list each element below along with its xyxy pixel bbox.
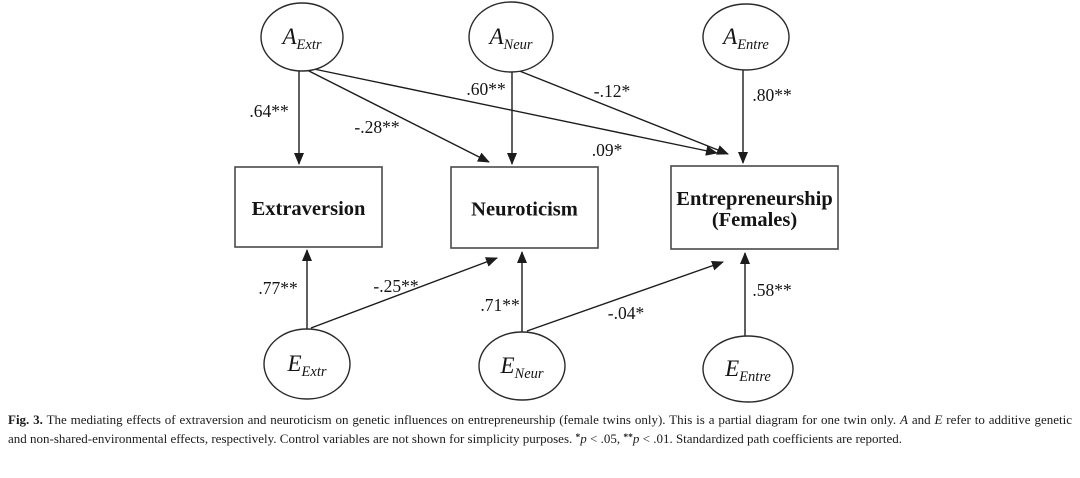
observed-variable-box xyxy=(450,166,599,249)
node-entrepreneurship: Entrepreneurship(Females) xyxy=(670,165,839,250)
figure-caption: Fig. 3. The mediating effects of extrave… xyxy=(8,411,1072,448)
caption-segment: E xyxy=(934,412,943,427)
latent-variable-label: EEntre xyxy=(724,356,771,385)
arrow-line xyxy=(516,69,729,155)
coefficient-label: .71** xyxy=(480,295,519,315)
latent-variable-ellipse xyxy=(468,1,554,73)
arrow-line xyxy=(308,67,718,156)
caption-segment: and xyxy=(907,412,935,427)
latent-variable-ellipse xyxy=(260,2,344,72)
latent-variable-ellipse xyxy=(263,328,351,400)
observed-variable-label: Neuroticism xyxy=(471,199,578,221)
node-e-extr: EExtr xyxy=(263,328,351,400)
caption-segment: < .01. Standardized path coefficients ar… xyxy=(639,431,903,446)
path-e-neur-to-entrepreneurship: -.04* xyxy=(526,260,724,332)
coefficient-label: .60** xyxy=(466,79,505,99)
observed-variable-box xyxy=(670,165,839,250)
latent-variable-ellipse xyxy=(702,335,794,403)
coefficient-label: -.25** xyxy=(373,276,418,296)
latent-variable-label: ANeur xyxy=(487,24,532,53)
caption-segment: The mediating effects of extraversion an… xyxy=(42,412,900,427)
path-e-extr-to-extraversion: .77** xyxy=(258,249,312,329)
latent-variable-label: AEntre xyxy=(721,24,769,53)
caption-segment: p xyxy=(580,431,587,446)
path-e-extr-to-neuroticism: -.25** xyxy=(310,257,498,329)
node-a-extr: AExtr xyxy=(260,2,344,72)
path-a-neur-to-neuroticism: .60** xyxy=(466,71,517,165)
caption-segment: ** xyxy=(623,433,633,443)
path-a-extr-to-neuroticism: -.28** xyxy=(304,68,490,163)
coefficient-label: .58** xyxy=(752,280,791,300)
observed-variable-label: Extraversion xyxy=(252,198,366,220)
caption-segment: < .05, xyxy=(586,431,624,446)
node-a-entre: AEntre xyxy=(702,3,790,71)
coefficient-label: .64** xyxy=(249,101,288,121)
coefficient-label: -.04* xyxy=(608,303,644,323)
arrow-line xyxy=(526,260,724,332)
path-e-entre-to-entrepreneurship: .58** xyxy=(740,252,792,336)
latent-variable-label: EExtr xyxy=(286,351,326,380)
latent-variable-ellipse xyxy=(478,331,566,401)
coefficient-label: .77** xyxy=(258,278,297,298)
caption-fig-label: Fig. 3. xyxy=(8,412,43,427)
path-e-neur-to-neuroticism: .71** xyxy=(480,251,527,332)
node-e-neur: ENeur xyxy=(478,331,566,401)
observed-variable-label: Entrepreneurship xyxy=(676,188,832,210)
latent-variable-ellipse xyxy=(702,3,790,71)
path-a-neur-to-entrepreneurship: -.12* xyxy=(516,69,729,155)
caption-segment: * xyxy=(575,433,581,443)
node-e-entre: EEntre xyxy=(702,335,794,403)
observed-variable-label: (Females) xyxy=(712,209,797,231)
latent-variable-label: AExtr xyxy=(280,24,321,53)
coefficient-label: .80** xyxy=(752,85,791,105)
node-extraversion: Extraversion xyxy=(234,166,383,248)
observed-variable-box xyxy=(234,166,383,248)
path-a-entre-to-entrepreneurship: .80** xyxy=(738,70,792,164)
figure-3: .64** -.28** .09* .60** -.12* .80** .77** -.25*… xyxy=(8,1,1072,448)
node-a-neur: ANeur xyxy=(468,1,554,73)
path-diagram: .64** -.28** .09* .60** -.12* .80** .77** -.25*… xyxy=(234,1,839,403)
coefficient-label: .09* xyxy=(592,140,623,160)
coefficient-label: -.28** xyxy=(354,117,399,137)
node-neuroticism: Neuroticism xyxy=(450,166,599,249)
path-a-extr-to-entrepreneurship: .09* xyxy=(308,67,718,160)
caption-segment: refer to additive genetic and non-shared… xyxy=(8,412,1072,446)
path-a-extr-to-extraversion: .64** xyxy=(249,70,304,165)
caption-segment: p xyxy=(632,431,640,446)
latent-variable-label: ENeur xyxy=(499,353,543,382)
caption-segment: A xyxy=(899,412,908,427)
arrow-line xyxy=(304,68,490,163)
coefficient-label: -.12* xyxy=(594,81,630,101)
arrow-line xyxy=(310,257,498,329)
